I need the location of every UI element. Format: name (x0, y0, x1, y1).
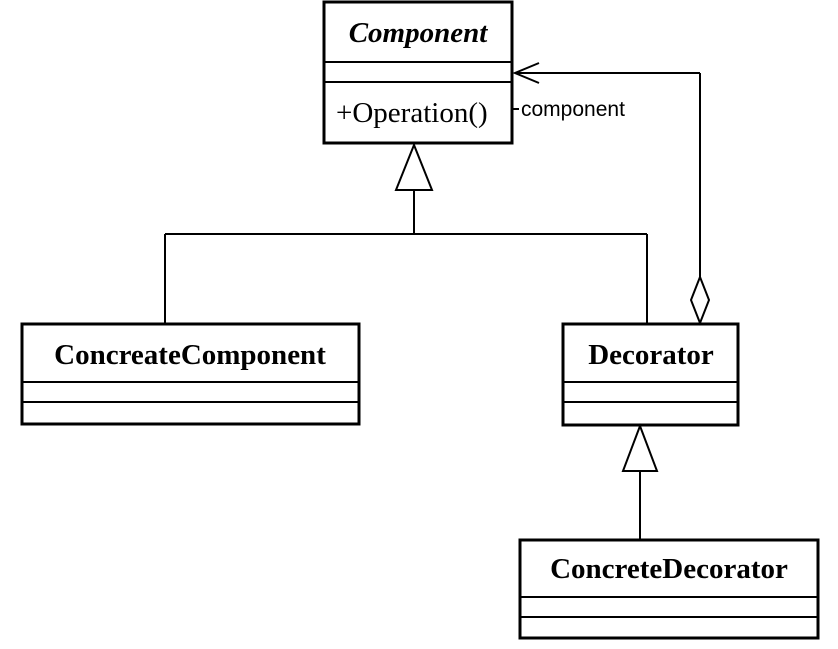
aggregation-decorator-component: component (512, 62, 711, 326)
generalization-to-decorator (621, 423, 659, 539)
class-decorator[interactable]: Decorator (561, 322, 740, 427)
aggregation-diamond (689, 274, 711, 326)
class-component-operation: +Operation() (336, 97, 488, 129)
association-role-label: component (521, 98, 625, 121)
navigation-arrowhead (512, 62, 540, 84)
class-decorator-box (561, 322, 740, 427)
class-component-box (322, 0, 514, 145)
class-decorator-name: Decorator (588, 339, 714, 371)
class-concrete-decorator-box (518, 538, 820, 640)
class-concrete-decorator-name: ConcreteDecorator (550, 553, 788, 585)
class-concreate-component[interactable]: ConcreateComponent (20, 322, 361, 426)
generalization-to-component (164, 142, 648, 323)
inheritance-arrow-component (394, 142, 434, 191)
class-component-name: Component (349, 17, 489, 49)
class-concrete-decorator[interactable]: ConcreteDecorator (518, 538, 820, 640)
class-component[interactable]: Component +Operation() (322, 0, 514, 145)
class-concreate-component-box (20, 322, 361, 426)
class-concreate-component-name: ConcreateComponent (54, 339, 326, 371)
inheritance-arrow-decorator (621, 423, 659, 472)
